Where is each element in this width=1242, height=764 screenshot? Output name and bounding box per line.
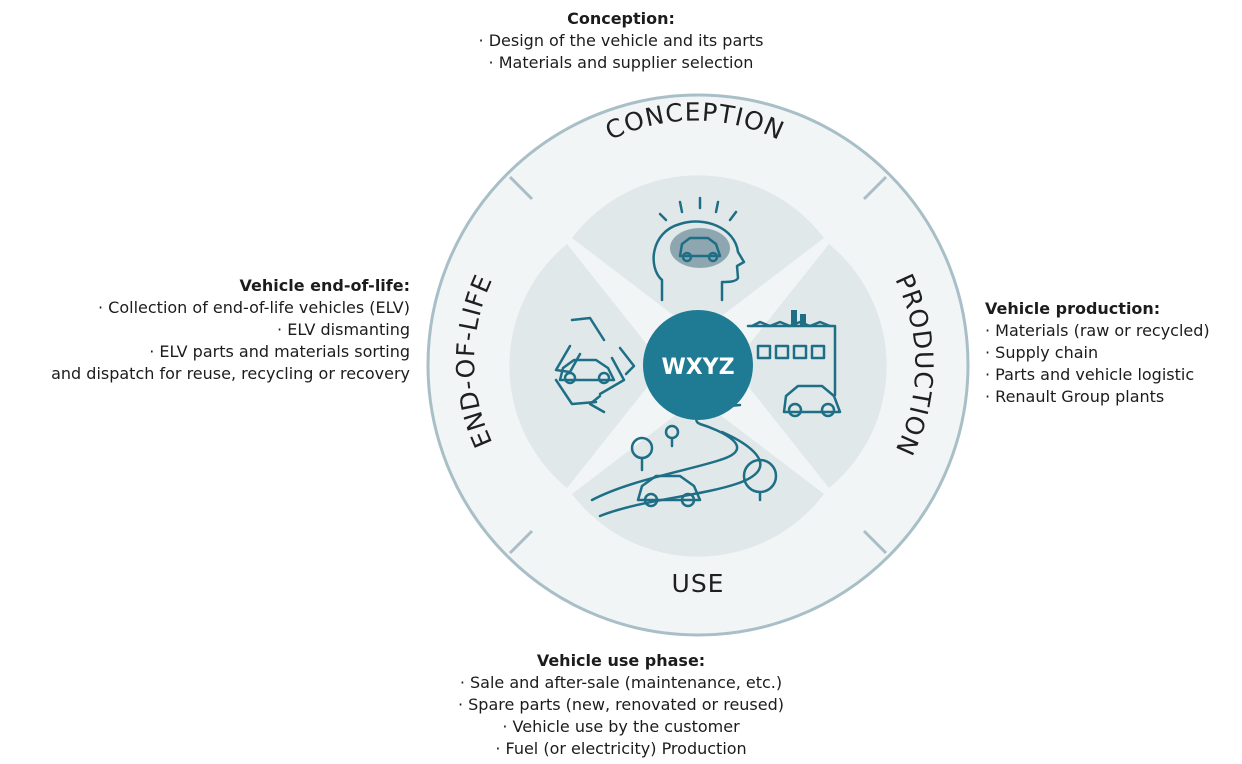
use-heading: Vehicle use phase: [536,651,706,670]
use-text-block: Vehicle use phase: Sale and after-sale (… [421,650,821,760]
production-item: Renault Group plants [985,386,1242,408]
use-item: Fuel (or electricity) Production [421,738,821,760]
quadrant-production [732,244,887,488]
end-of-life-text-block: Vehicle end-of-life: Collection of end-o… [0,275,410,385]
production-item: Parts and vehicle logistic [985,364,1242,386]
factory-icon [746,310,842,418]
production-text-block: Vehicle production: Materials (raw or re… [985,298,1242,408]
center-label: WXYZ [661,355,734,380]
quadrant-use [572,398,824,557]
recycle-icon [554,316,636,414]
ring-label-use: USE [672,569,725,598]
quadrant-end-of-life [509,244,664,488]
center-circle [643,310,753,420]
use-item: Spare parts (new, renovated or reused) [421,694,821,716]
production-item: Supply chain [985,342,1242,364]
use-item: Vehicle use by the customer [421,716,821,738]
end-of-life-item: Collection of end-of-life vehicles (ELV) [0,297,410,319]
conception-item: Design of the vehicle and its parts [421,30,821,52]
end-of-life-item: ELV parts and materials sorting [0,341,410,363]
conception-text-block: Conception: Design of the vehicle and it… [421,8,821,74]
end-of-life-heading: Vehicle end-of-life: [239,276,410,295]
ring-dividers [508,175,888,555]
use-item: Sale and after-sale (maintenance, etc.) [421,672,821,694]
conception-heading: Conception: [567,9,675,28]
head-lightbulb-icon [652,196,746,302]
end-of-life-item-continuation: and dispatch for reuse, recycling or rec… [51,364,410,383]
conception-item: Materials and supplier selection [421,52,821,74]
production-heading: Vehicle production: [985,299,1161,318]
end-of-life-item: ELV dismanting [0,319,410,341]
production-item: Materials (raw or recycled) [985,320,1242,342]
